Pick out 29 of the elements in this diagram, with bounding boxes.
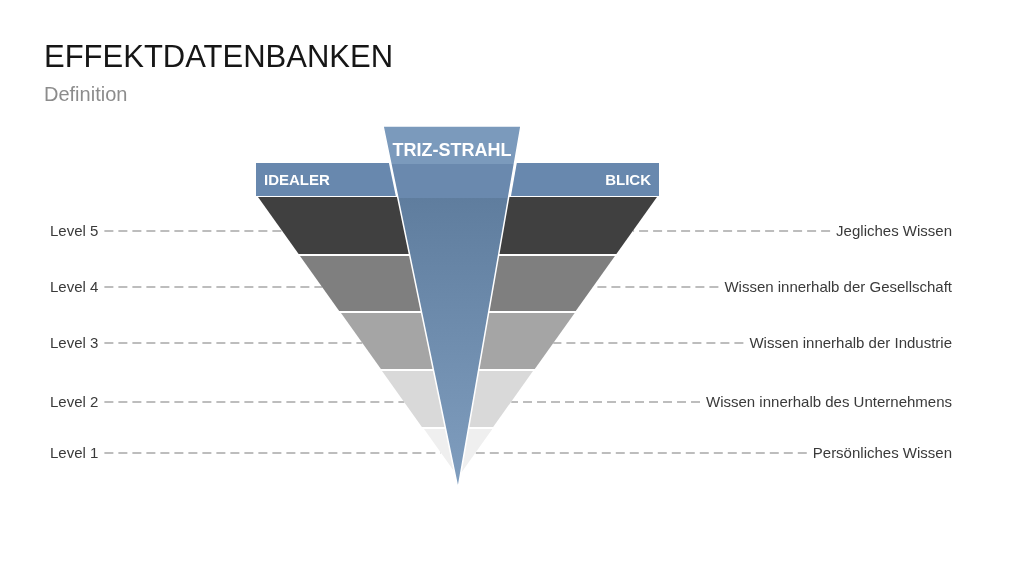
subtitle: Definition [44,82,128,106]
leader-line [103,401,406,403]
leader-line [632,230,831,232]
leader-line [103,230,284,232]
leader-line [510,401,701,403]
knowledge-label: Wissen innerhalb des Unternehmens [700,392,952,412]
knowledge-label: Persönliches Wissen [806,443,952,463]
level-label: Level 1 [50,443,105,463]
knowledge-label: Wissen innerhalb der Gesellschaft [718,277,952,297]
funnel-layer [382,371,534,427]
funnel-layer [340,313,575,369]
band-label: BLICK [605,170,651,189]
header-band [510,163,659,196]
level-label: Level 5 [50,221,105,241]
funnel-layer [258,197,658,254]
band-label: IDEALER [264,170,330,189]
beam-title: TRIZ-STRAHL [392,139,512,161]
leader-line [552,342,745,344]
funnel-layer [300,256,616,311]
slide-title: EFFEKTDATENBANKEN [44,39,394,75]
leader-line [103,286,324,288]
level-label: Level 3 [50,333,105,353]
knowledge-label: Jegliches Wissen [830,221,952,241]
header-band [256,163,396,196]
leader-line [103,342,364,344]
level-label: Level 4 [50,277,105,297]
knowledge-label: Wissen innerhalb der Industrie [743,333,952,353]
leader-line [474,452,808,454]
level-label: Level 2 [50,392,105,412]
